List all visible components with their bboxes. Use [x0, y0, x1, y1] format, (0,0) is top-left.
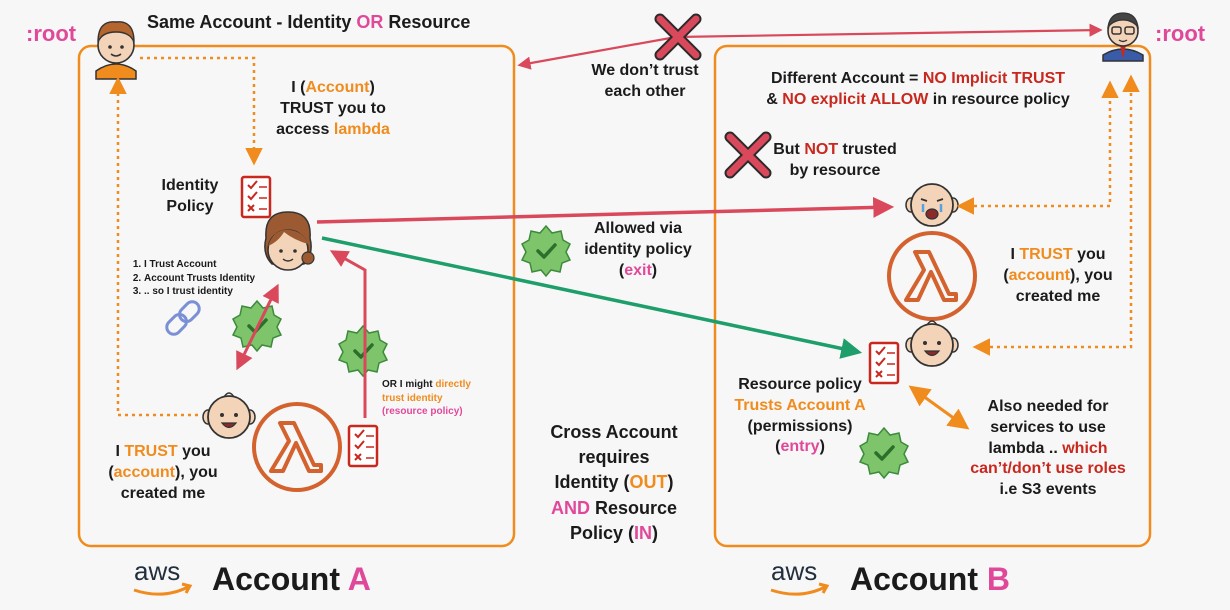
aws-logo-icon: aws — [133, 556, 193, 596]
also-needed-label: Also needed for services to use lambda .… — [970, 398, 1126, 499]
resource-policy-label: Resource policy Trusts Account A (permis… — [734, 376, 866, 456]
trust-step: I Trust Account — [144, 258, 255, 272]
lambda-trust-label-a: I TRUST you (account), you created me — [108, 443, 218, 502]
distrust-arrow-right — [675, 23, 1103, 39]
cross-account-denied-arrow — [316, 196, 895, 224]
trust-step: Account Trusts Identity — [144, 272, 255, 286]
trust-steps-list: I Trust Account Account Trusts Identity … — [126, 258, 255, 299]
service-arrow — [908, 385, 970, 430]
green-check-badge-icon — [337, 324, 389, 378]
lambda-icon — [887, 231, 977, 321]
account-b-label: Account B — [850, 561, 1010, 597]
account-b-box — [713, 44, 1152, 548]
chain-link-icon — [165, 300, 201, 336]
aws-text-a: aws — [134, 556, 180, 586]
identity-avatar-icon — [264, 211, 315, 271]
account-trust-label: I (Account) TRUST you to access lambda — [276, 79, 390, 138]
cross-account-allowed-arrow — [321, 236, 863, 359]
baby-face-icon — [202, 392, 256, 439]
root-user-icon — [95, 21, 137, 80]
account-a-box — [77, 44, 516, 548]
lambda-trust-label-b: I TRUST you (account), you created me — [1003, 246, 1113, 305]
identity-lambda-arrow — [236, 283, 279, 371]
root-label-left: :root — [26, 21, 77, 46]
lambda-icon — [252, 402, 342, 492]
aws-logo-icon: aws — [770, 556, 830, 596]
or-might-trust-label: OR I might directly trust identity (reso… — [382, 379, 471, 417]
baby-face-icon — [905, 320, 959, 367]
allowed-via-label: Allowed via identity policy (exit) — [584, 220, 692, 279]
distrust-arrow-left — [517, 35, 677, 70]
green-check-badge-icon — [520, 224, 572, 278]
root-label-right: :root — [1155, 21, 1206, 46]
resource-policy-checklist-icon — [347, 424, 379, 468]
trust-path-lambda-to-root — [109, 76, 198, 417]
cross-account-label: Cross Account requires Identity (OUT) AN… — [550, 422, 678, 543]
trust-path-b-lower — [972, 74, 1140, 356]
page-title: Same Account - Identity OR Resource — [147, 12, 471, 32]
crying-baby-icon — [905, 183, 959, 227]
trust-path-root-to-policy — [140, 56, 263, 166]
trust-step: .. so I trust identity — [144, 285, 255, 299]
admin-user-icon — [1102, 12, 1144, 62]
not-trusted-label: But NOT trusted by resource — [773, 141, 897, 179]
resource-trust-arrow — [329, 250, 367, 418]
identity-policy-checklist-icon — [240, 175, 272, 219]
account-a-label: Account A — [212, 561, 371, 597]
aws-text-b: aws — [771, 556, 817, 586]
different-account-label: Different Account = NO Implicit TRUST & … — [766, 70, 1070, 108]
